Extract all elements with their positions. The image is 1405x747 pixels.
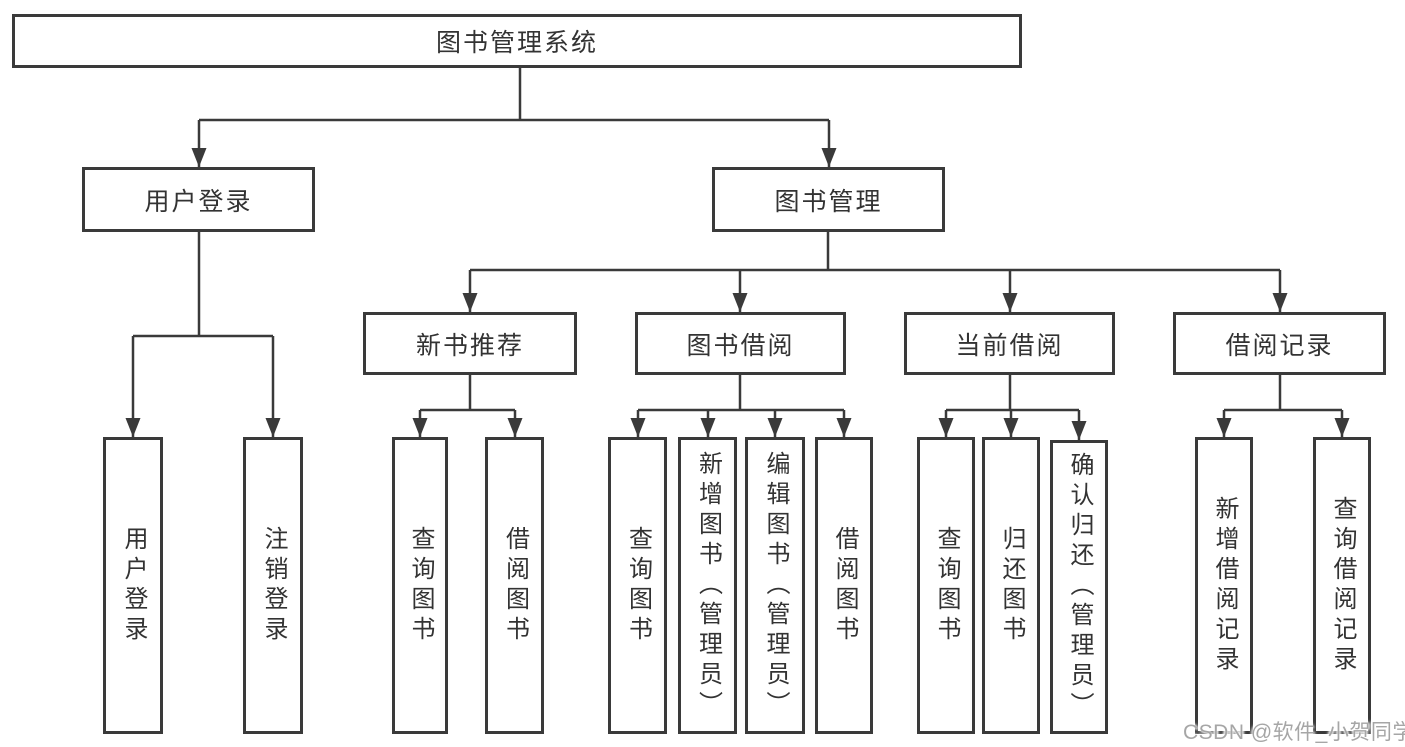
leaf-newbook-borrow-books: 借阅图书 [485,437,544,734]
leaf-borrow-borrow-books: 借阅图书 [815,437,873,734]
leaf-borrow-edit-books-admin: 编辑图书（管理员） [745,437,805,734]
connector-root-to-level2 [197,68,831,167]
connector-book-mgmt-to-level3 [468,232,1282,312]
arrowheads [125,148,1350,440]
leaf-borrow-borrow-books-label: 借阅图书 [831,525,858,646]
leaf-logout-login: 注销登录 [243,437,303,734]
leaf-borrow-query-books-label: 查询图书 [624,525,652,646]
connector-book-borrow-to-leaves [636,375,846,437]
leaf-borrow-query-books: 查询图书 [608,437,667,734]
leaf-borrow-edit-books-admin-label: 编辑图书（管理员） [762,450,789,721]
leaf-borrow-add-books-admin-label: 新增图书（管理员） [694,450,722,721]
node-library-management-system: 图书管理系统 [12,14,1022,68]
node-current-borrow: 当前借阅 [904,312,1115,375]
leaf-newbook-borrow-books-label: 借阅图书 [501,525,529,646]
leaf-user-login-label: 用户登录 [120,525,147,646]
connector-borrow-records-to-leaves [1222,375,1344,437]
leaf-records-add-borrow-record-label: 新增借阅记录 [1211,495,1238,676]
leaf-borrow-add-books-admin: 新增图书（管理员） [678,437,737,734]
connector-user-login-to-leaves [131,232,275,437]
leaf-current-query-books-label: 查询图书 [933,525,960,646]
leaf-current-confirm-return-admin: 确认归还（管理员） [1050,440,1108,734]
leaf-newbook-query-books: 查询图书 [392,437,448,734]
leaf-records-query-borrow-record: 查询借阅记录 [1313,437,1371,734]
leaf-user-login: 用户登录 [103,437,163,734]
node-user-login-branch: 用户登录 [82,167,315,232]
connector-new-book-to-leaves [418,375,517,437]
leaf-records-add-borrow-record: 新增借阅记录 [1195,437,1253,734]
node-book-management-branch: 图书管理 [712,167,945,232]
node-new-book-recommend: 新书推荐 [363,312,577,375]
leaf-current-return-books: 归还图书 [982,437,1040,734]
leaf-records-query-borrow-record-label: 查询借阅记录 [1329,495,1356,676]
csdn-watermark: CSDN @软件_小贺同学 [1183,721,1405,744]
node-borrow-records: 借阅记录 [1173,312,1386,375]
leaf-current-query-books: 查询图书 [917,437,975,734]
leaf-logout-login-label: 注销登录 [260,525,287,646]
leaf-current-return-books-label: 归还图书 [998,525,1025,646]
leaf-newbook-query-books-label: 查询图书 [407,525,434,646]
node-book-borrow: 图书借阅 [635,312,846,375]
leaf-current-confirm-return-admin-label: 确认归还（管理员） [1066,452,1093,722]
